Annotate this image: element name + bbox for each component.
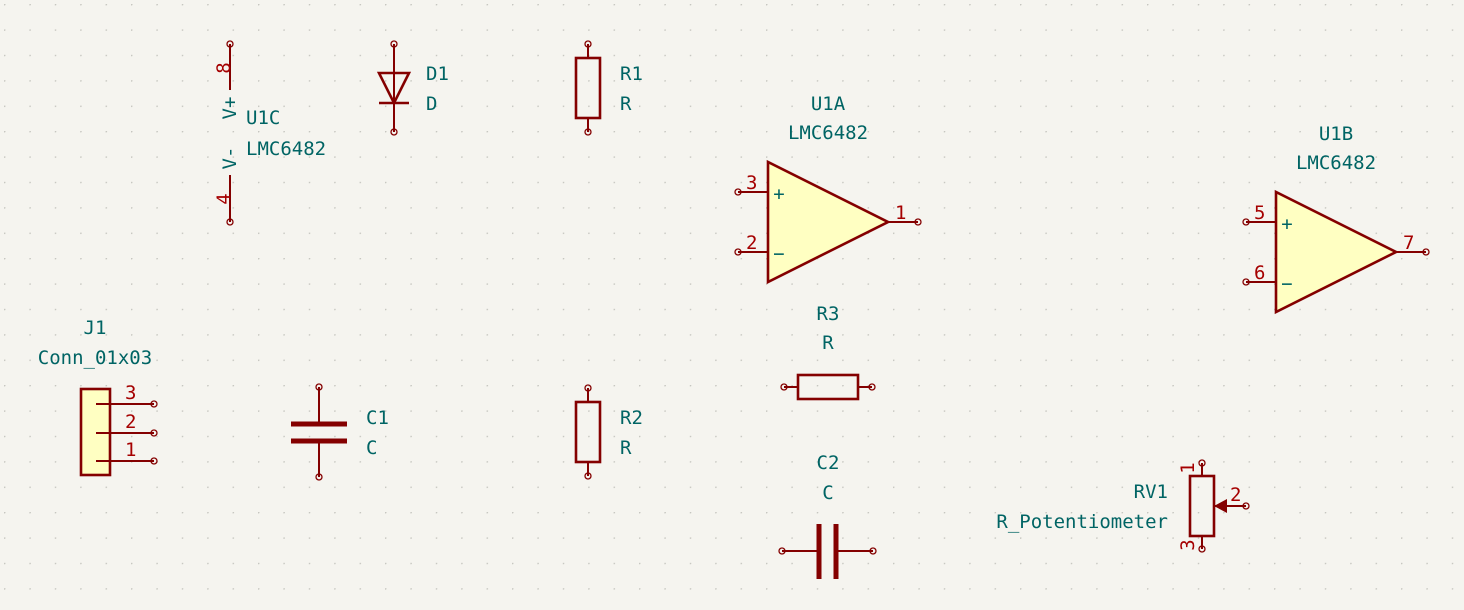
component-r2[interactable]: R2 R xyxy=(574,384,643,480)
j1-pin-1-number: 1 xyxy=(125,439,136,461)
u1a-pin-3-number: 3 xyxy=(746,172,757,194)
u1a-pin-1-number: 1 xyxy=(895,202,906,224)
u1b-reference: U1B xyxy=(1319,123,1353,145)
rv1-reference: RV1 xyxy=(1134,481,1168,503)
u1a-pin-2-number: 2 xyxy=(746,232,757,254)
u1a-value: LMC6482 xyxy=(788,122,868,144)
rv1-value: R_Potentiometer xyxy=(996,511,1168,533)
component-c1[interactable]: C1 C xyxy=(291,383,389,481)
r1-value: R xyxy=(620,93,632,115)
u1c-value: LMC6482 xyxy=(246,138,326,160)
r2-value: R xyxy=(620,437,632,459)
j1-reference: J1 xyxy=(84,317,107,339)
component-j1[interactable]: J1 Conn_01x03 3 2 1 xyxy=(38,317,158,477)
r1-reference: R1 xyxy=(620,63,643,85)
component-r1[interactable]: R1 R xyxy=(574,40,643,136)
u1a-reference: U1A xyxy=(811,93,846,115)
c1-reference: C1 xyxy=(366,407,389,429)
component-u1c[interactable]: 8 4 V+ V- U1C LMC6482 xyxy=(213,40,326,226)
r3-reference: R3 xyxy=(817,303,840,325)
rv1-pin-1-number: 1 xyxy=(1177,462,1199,473)
component-r3[interactable]: R3 R xyxy=(780,303,876,401)
d1-reference: D1 xyxy=(426,63,449,85)
component-u1b[interactable]: U1B LMC6482 5 6 7 + − xyxy=(1242,123,1430,315)
u1b-pin-5-number: 5 xyxy=(1254,202,1265,224)
u1b-minus-sign: − xyxy=(1281,273,1292,295)
u1b-plus-sign: + xyxy=(1281,213,1292,235)
component-u1a[interactable]: U1A LMC6482 3 2 1 + − xyxy=(734,93,922,285)
rv1-pin-3-number: 3 xyxy=(1177,539,1199,550)
rv1-pin-2-number: 2 xyxy=(1230,484,1241,506)
component-rv1[interactable]: RV1 R_Potentiometer 1 2 3 xyxy=(996,459,1250,553)
u1b-value: LMC6482 xyxy=(1296,152,1376,174)
j1-value: Conn_01x03 xyxy=(38,347,152,369)
c2-value: C xyxy=(822,482,833,504)
u1a-plus-sign: + xyxy=(773,183,784,205)
component-d1[interactable]: D1 D xyxy=(376,40,449,136)
component-c2[interactable]: C2 C xyxy=(778,452,877,579)
d1-value: D xyxy=(426,93,437,115)
u1c-pin-vminus-name: V- xyxy=(219,147,241,170)
j1-pin-3-number: 3 xyxy=(125,382,136,404)
j1-pin-2-number: 2 xyxy=(125,411,136,433)
c2-reference: C2 xyxy=(817,452,840,474)
u1c-pin-8-number: 8 xyxy=(213,62,235,73)
r3-value: R xyxy=(822,332,834,354)
c1-value: C xyxy=(366,437,377,459)
u1b-pin-7-number: 7 xyxy=(1403,232,1414,254)
u1b-pin-6-number: 6 xyxy=(1254,262,1265,284)
u1c-pin-vplus-name: V+ xyxy=(219,97,241,120)
u1a-minus-sign: − xyxy=(773,243,784,265)
u1c-pin-4-number: 4 xyxy=(213,193,235,204)
r2-reference: R2 xyxy=(620,407,643,429)
u1c-reference: U1C xyxy=(246,107,280,129)
